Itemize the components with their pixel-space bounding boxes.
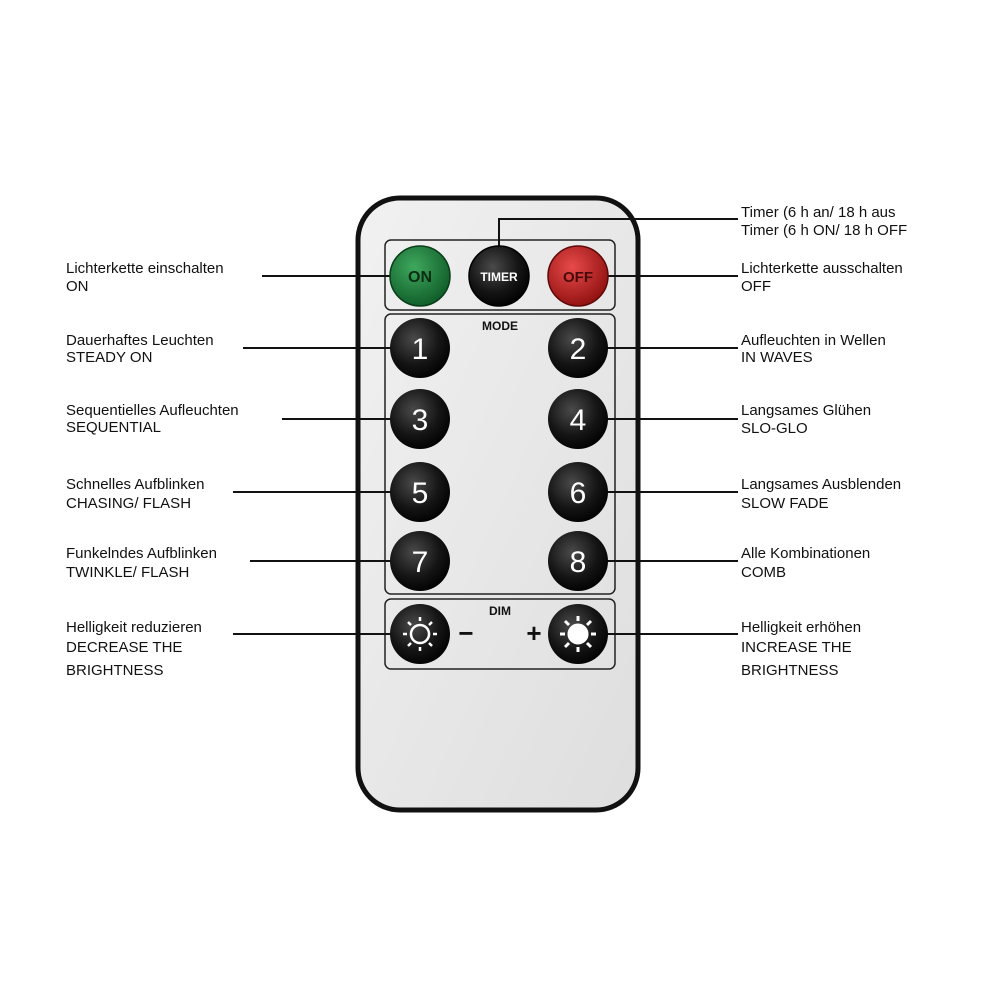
label-1: Dauerhaftes Leuchten STEADY ON [66, 332, 214, 366]
mode-button-1[interactable]: 1 [390, 318, 450, 378]
mode-button-6-label: 6 [570, 477, 587, 510]
label-dim-down-de: Helligkeit reduzieren [66, 619, 202, 636]
label-7: Funkelndes Aufblinken TWINKLE/ FLASH [66, 545, 217, 581]
label-4-de: Langsames Glühen [741, 402, 871, 419]
label-3: Sequentielles Aufleuchten SEQUENTIAL [66, 402, 239, 436]
mode-button-2-label: 2 [570, 333, 587, 366]
mode-button-5[interactable]: 5 [390, 462, 450, 522]
dim-down-button[interactable] [390, 604, 450, 664]
label-1-de: Dauerhaftes Leuchten [66, 332, 214, 349]
label-7-en: TWINKLE/ FLASH [66, 564, 189, 581]
label-on-en: ON [66, 278, 89, 295]
label-3-en: SEQUENTIAL [66, 419, 161, 436]
mode-section-frame [384, 313, 616, 595]
label-dim-down-en-1: DECREASE THE [66, 639, 182, 656]
mode-button-3[interactable]: 3 [390, 389, 450, 449]
dim-up-button[interactable] [548, 604, 608, 664]
label-6-de: Langsames Ausblenden [741, 476, 901, 493]
label-2-en: IN WAVES [741, 349, 813, 366]
timer-button[interactable]: TIMER [468, 245, 530, 307]
label-timer: Timer (6 h an/ 18 h aus Timer (6 h ON/ 1… [741, 204, 907, 239]
label-3-de: Sequentielles Aufleuchten [66, 402, 239, 419]
label-5-en: CHASING/ FLASH [66, 495, 191, 512]
mode-button-7-label: 7 [412, 546, 429, 579]
mode-button-8[interactable]: 8 [548, 531, 608, 591]
sun-filled-icon [560, 616, 596, 652]
label-off-de: Lichterkette ausschalten [741, 260, 903, 277]
label-8: Alle Kombinationen COMB [741, 545, 870, 581]
label-dim-up: Helligkeit erhöhen INCREASE THE BRIGHTNE… [741, 619, 861, 679]
mode-button-1-label: 1 [412, 333, 429, 366]
label-dim-down-en-2: BRIGHTNESS [66, 662, 164, 679]
dim-minus-sign: − [458, 618, 473, 648]
mode-button-6[interactable]: 6 [548, 462, 608, 522]
label-4-en: SLO-GLO [741, 420, 808, 437]
label-8-en: COMB [741, 564, 786, 581]
mode-button-8-label: 8 [570, 546, 587, 579]
off-button[interactable]: OFF [547, 245, 609, 307]
sun-outline-icon [403, 617, 437, 651]
label-dim-up-de: Helligkeit erhöhen [741, 619, 861, 636]
label-2-de: Aufleuchten in Wellen [741, 332, 886, 349]
label-2: Aufleuchten in Wellen IN WAVES [741, 332, 886, 366]
label-on-de: Lichterkette einschalten [66, 260, 224, 277]
mode-button-3-label: 3 [412, 404, 429, 437]
label-6: Langsames Ausblenden SLOW FADE [741, 476, 901, 512]
on-button[interactable]: ON [389, 245, 451, 307]
off-button-label: OFF [563, 269, 593, 286]
dim-plus-sign: + [526, 618, 541, 648]
mode-title: MODE [482, 319, 518, 333]
mode-button-4-label: 4 [570, 404, 587, 437]
label-5: Schnelles Aufblinken CHASING/ FLASH [66, 476, 204, 512]
label-timer-de: Timer (6 h an/ 18 h aus [741, 204, 896, 221]
label-8-de: Alle Kombinationen [741, 545, 870, 562]
label-on: Lichterkette einschalten ON [66, 260, 224, 295]
label-5-de: Schnelles Aufblinken [66, 476, 204, 493]
mode-button-5-label: 5 [412, 477, 429, 510]
label-dim-up-en-2: BRIGHTNESS [741, 662, 839, 679]
label-dim-up-en-1: INCREASE THE [741, 639, 852, 656]
label-timer-en: Timer (6 h ON/ 18 h OFF [741, 222, 907, 239]
dim-title: DIM [489, 604, 511, 618]
mode-button-7[interactable]: 7 [390, 531, 450, 591]
label-1-en: STEADY ON [66, 349, 152, 366]
label-off-en: OFF [741, 278, 771, 295]
label-7-de: Funkelndes Aufblinken [66, 545, 217, 562]
timer-button-label: TIMER [480, 270, 518, 284]
label-6-en: SLOW FADE [741, 495, 829, 512]
mode-button-2[interactable]: 2 [548, 318, 608, 378]
mode-button-4[interactable]: 4 [548, 389, 608, 449]
label-dim-down: Helligkeit reduzieren DECREASE THE BRIGH… [66, 619, 202, 679]
label-4: Langsames Glühen SLO-GLO [741, 402, 871, 437]
on-button-label: ON [408, 269, 432, 286]
label-off: Lichterkette ausschalten OFF [741, 260, 903, 295]
